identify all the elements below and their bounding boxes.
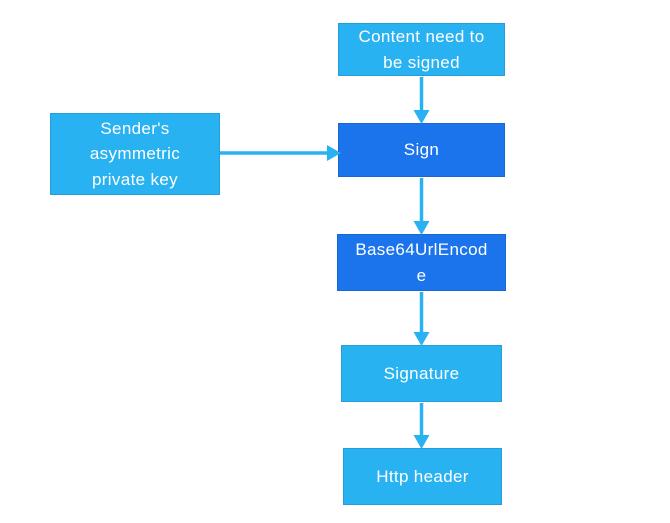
arrow-content-to-sign [413, 77, 430, 124]
node-content-need-to-be-signed: Content need to be signed [338, 23, 505, 76]
arrow-signature-to-http-header [413, 403, 430, 449]
node-http-header: Http header [343, 448, 502, 505]
arrow-sender-key-to-sign [220, 145, 341, 161]
node-signature: Signature [341, 345, 502, 402]
node-sign: Sign [338, 123, 505, 177]
node-senders-asymmetric-private-key: Sender's asymmetric private key [50, 113, 220, 195]
arrow-base64urlencode-to-signature [413, 292, 430, 346]
arrow-sign-to-base64urlencode [413, 178, 430, 235]
node-base64urlencode: Base64UrlEncod e [337, 234, 506, 291]
